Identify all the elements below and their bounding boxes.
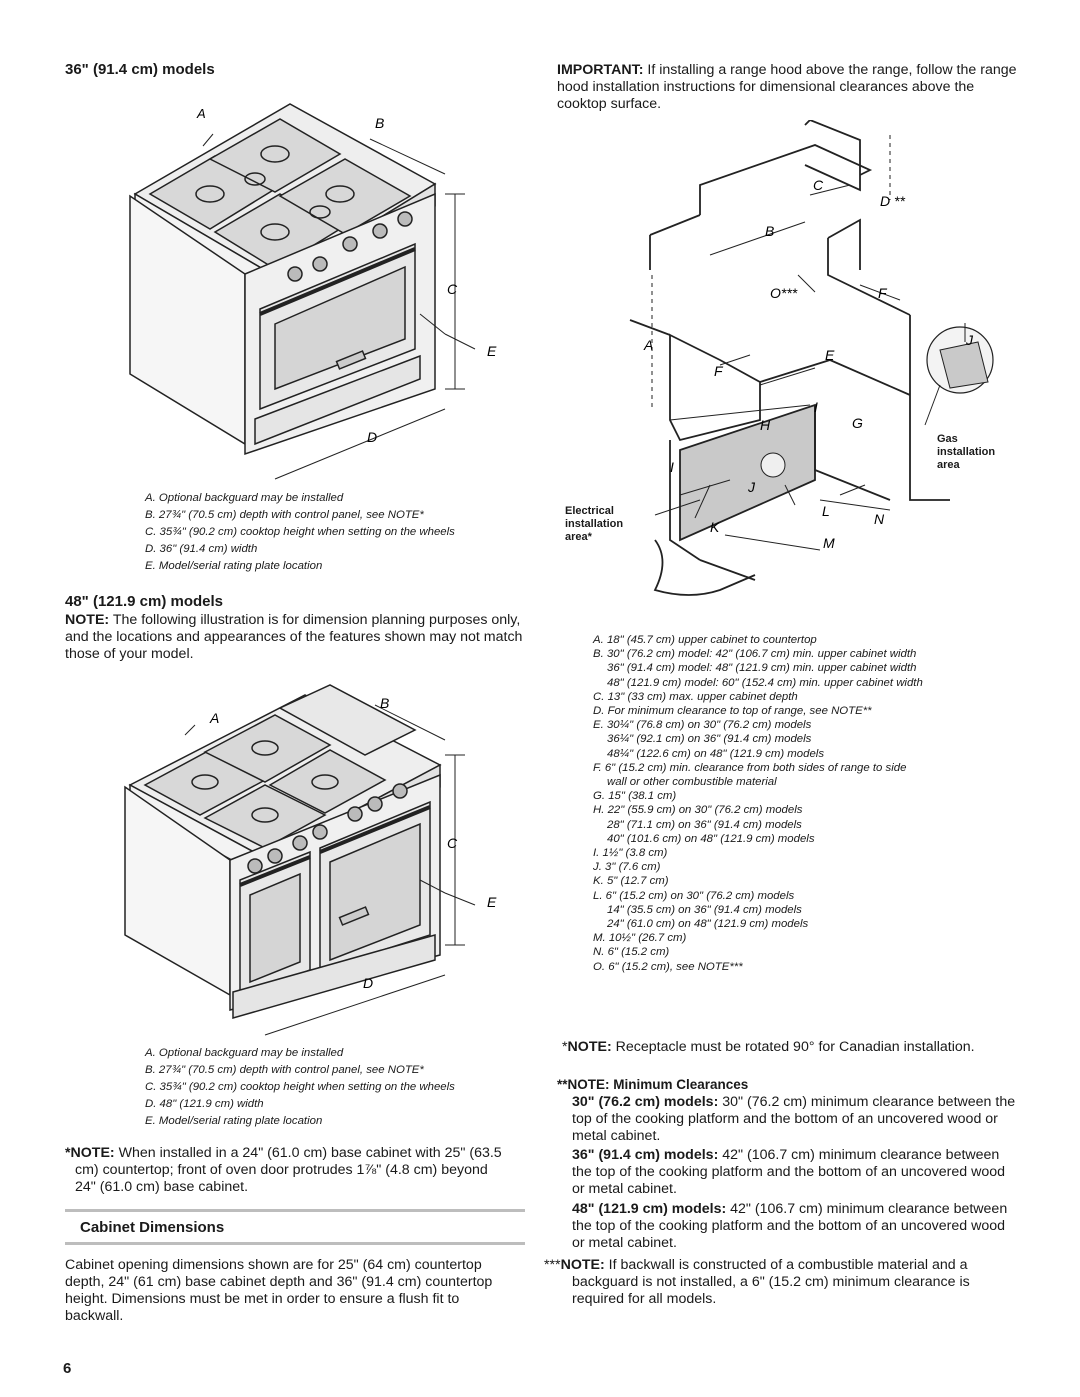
diagram-label-c: C bbox=[813, 177, 824, 193]
legend-item-o: O. 6" (15.2 cm), see NOTE*** bbox=[593, 960, 743, 973]
fig2-caption-b: B. 27¾" (70.5 cm) depth with control pan… bbox=[145, 1064, 424, 1076]
clearance-30-models: 30" (76.2 cm) models: 30" (76.2 cm) mini… bbox=[572, 1094, 1016, 1144]
diagram-label-h: H bbox=[760, 417, 771, 433]
legend-item-g: G. 15" (38.1 cm) bbox=[593, 790, 677, 803]
legend-item-h: H. 22" (55.9 cm) on 30" (76.2 cm) models… bbox=[593, 804, 815, 845]
diagram-label-f-left: F bbox=[714, 363, 724, 379]
clearance-36-models: 36" (91.4 cm) models: 42" (106.7 cm) min… bbox=[572, 1147, 1006, 1197]
fig1-captions: A. Optional backguard may be installed B… bbox=[145, 490, 455, 575]
diagram-label-i-left: I bbox=[670, 459, 674, 475]
fig1-label-d: D bbox=[367, 429, 377, 445]
diagram-label-d: D ** bbox=[880, 193, 905, 209]
fig2-label-c: C bbox=[447, 835, 458, 851]
fig2-label-e: E bbox=[487, 894, 497, 910]
page-number: 6 bbox=[63, 1360, 72, 1377]
fig2-caption-e: E. Model/serial rating plate location bbox=[145, 1115, 323, 1127]
diagram-label-a: A bbox=[643, 337, 653, 353]
fig1-label-a: A bbox=[196, 106, 206, 121]
fig1-caption-e: E. Model/serial rating plate location bbox=[145, 560, 323, 572]
cabinet-dimensions-title: Cabinet Dimensions bbox=[80, 1219, 225, 1236]
legend-item-c: C. 13" (33 cm) max. upper cabinet depth bbox=[593, 690, 798, 703]
fig1-caption-b: B. 27¾" (70.5 cm) depth with control pan… bbox=[145, 509, 424, 521]
diagram-label-j: J bbox=[747, 479, 756, 495]
diagram-label-g: G bbox=[852, 415, 863, 431]
cabinet-dimensions-text: Cabinet opening dimensions shown are for… bbox=[65, 1257, 493, 1324]
legend-item-f: F. 6" (15.2 cm) min. clearance from both… bbox=[593, 761, 907, 789]
range-36-illustration: A B C E D bbox=[129, 103, 497, 480]
fig2-captions: A. Optional backguard may be installed B… bbox=[145, 1045, 455, 1130]
diagram-label-m: M bbox=[823, 535, 835, 551]
fig2-caption-d: D. 48" (121.9 cm) width bbox=[145, 1098, 264, 1110]
legend-item-i: I. 1½" (3.8 cm) bbox=[593, 847, 668, 860]
diagram-label-o: O*** bbox=[770, 285, 798, 301]
range-48-illustration: A B C E D bbox=[124, 684, 497, 1036]
section-title-36-models: 36" (91.4 cm) models bbox=[65, 61, 215, 78]
diagram-label-e: E bbox=[825, 347, 835, 363]
fig1-caption-d: D. 36" (91.4 cm) width bbox=[145, 543, 258, 555]
important-note: IMPORTANT: If installing a range hood ab… bbox=[557, 62, 1017, 112]
diagram-label-l: L bbox=[822, 503, 830, 519]
dimension-note: NOTE: The following illustration is for … bbox=[65, 612, 523, 662]
fig1-label-b: B bbox=[375, 115, 384, 131]
fig1-caption-c: C. 35¾" (90.2 cm) cooktop height when se… bbox=[145, 526, 455, 538]
gas-installation-area-label: Gas installation area bbox=[937, 433, 996, 471]
fig2-label-b: B bbox=[380, 695, 389, 711]
clearance-48-models: 48" (121.9 cm) models: 42" (106.7 cm) mi… bbox=[572, 1201, 1008, 1251]
diagram-label-k: K bbox=[710, 519, 720, 535]
legend-item-m: M. 10½" (26.7 cm) bbox=[593, 932, 687, 945]
minimum-clearances-title: **NOTE: Minimum Clearances bbox=[557, 1077, 749, 1092]
fig2-caption-c: C. 35¾" (90.2 cm) cooktop height when se… bbox=[145, 1081, 455, 1093]
fig2-label-a: A bbox=[209, 710, 219, 726]
clearance-legend: A. 18" (45.7 cm) upper cabinet to counte… bbox=[593, 633, 1023, 974]
legend-item-d: D. For minimum clearance to top of range… bbox=[593, 705, 872, 718]
fig1-label-c: C bbox=[447, 281, 458, 297]
backwall-note: ***NOTE: If backwall is constructed of a… bbox=[544, 1257, 970, 1307]
receptacle-note: *NOTE: Receptacle must be rotated 90° fo… bbox=[562, 1039, 975, 1055]
diagram-label-b: B bbox=[765, 223, 774, 239]
legend-item-j: J. 3" (7.6 cm) bbox=[593, 861, 661, 874]
legend-item-k: K. 5" (12.7 cm) bbox=[593, 875, 669, 888]
fig1-label-e: E bbox=[487, 343, 497, 359]
legend-item-b: B. 30" (76.2 cm) model: 42" (106.7 cm) m… bbox=[593, 648, 923, 689]
cabinet-clearance-diagram: C D ** B O*** F A E F J I H G I J L K N … bbox=[629, 120, 994, 596]
legend-item-e: E. 30¼" (76.8 cm) on 30" (76.2 cm) model… bbox=[593, 719, 825, 760]
fig2-label-d: D bbox=[363, 975, 373, 991]
section-rule-top bbox=[65, 1209, 525, 1212]
diagram-label-f-right: F bbox=[878, 285, 888, 301]
section-title-48-models: 48" (121.9 cm) models bbox=[65, 593, 224, 610]
diagram-label-i-top: I bbox=[814, 399, 818, 415]
legend-item-n: N. 6" (15.2 cm) bbox=[593, 946, 670, 959]
star-note: *NOTE: When installed in a 24" (61.0 cm)… bbox=[65, 1145, 502, 1195]
legend-item-a: A. 18" (45.7 cm) upper cabinet to counte… bbox=[593, 634, 817, 646]
fig1-caption-a: A. Optional backguard may be installed bbox=[145, 492, 344, 504]
fig2-caption-a: A. Optional backguard may be installed bbox=[145, 1047, 344, 1059]
section-rule-bottom bbox=[65, 1242, 525, 1245]
electrical-installation-area-label: Electrical installation area* bbox=[565, 505, 624, 543]
diagram-label-n: N bbox=[874, 511, 885, 527]
diagram-label-j-inset: J bbox=[965, 332, 974, 348]
